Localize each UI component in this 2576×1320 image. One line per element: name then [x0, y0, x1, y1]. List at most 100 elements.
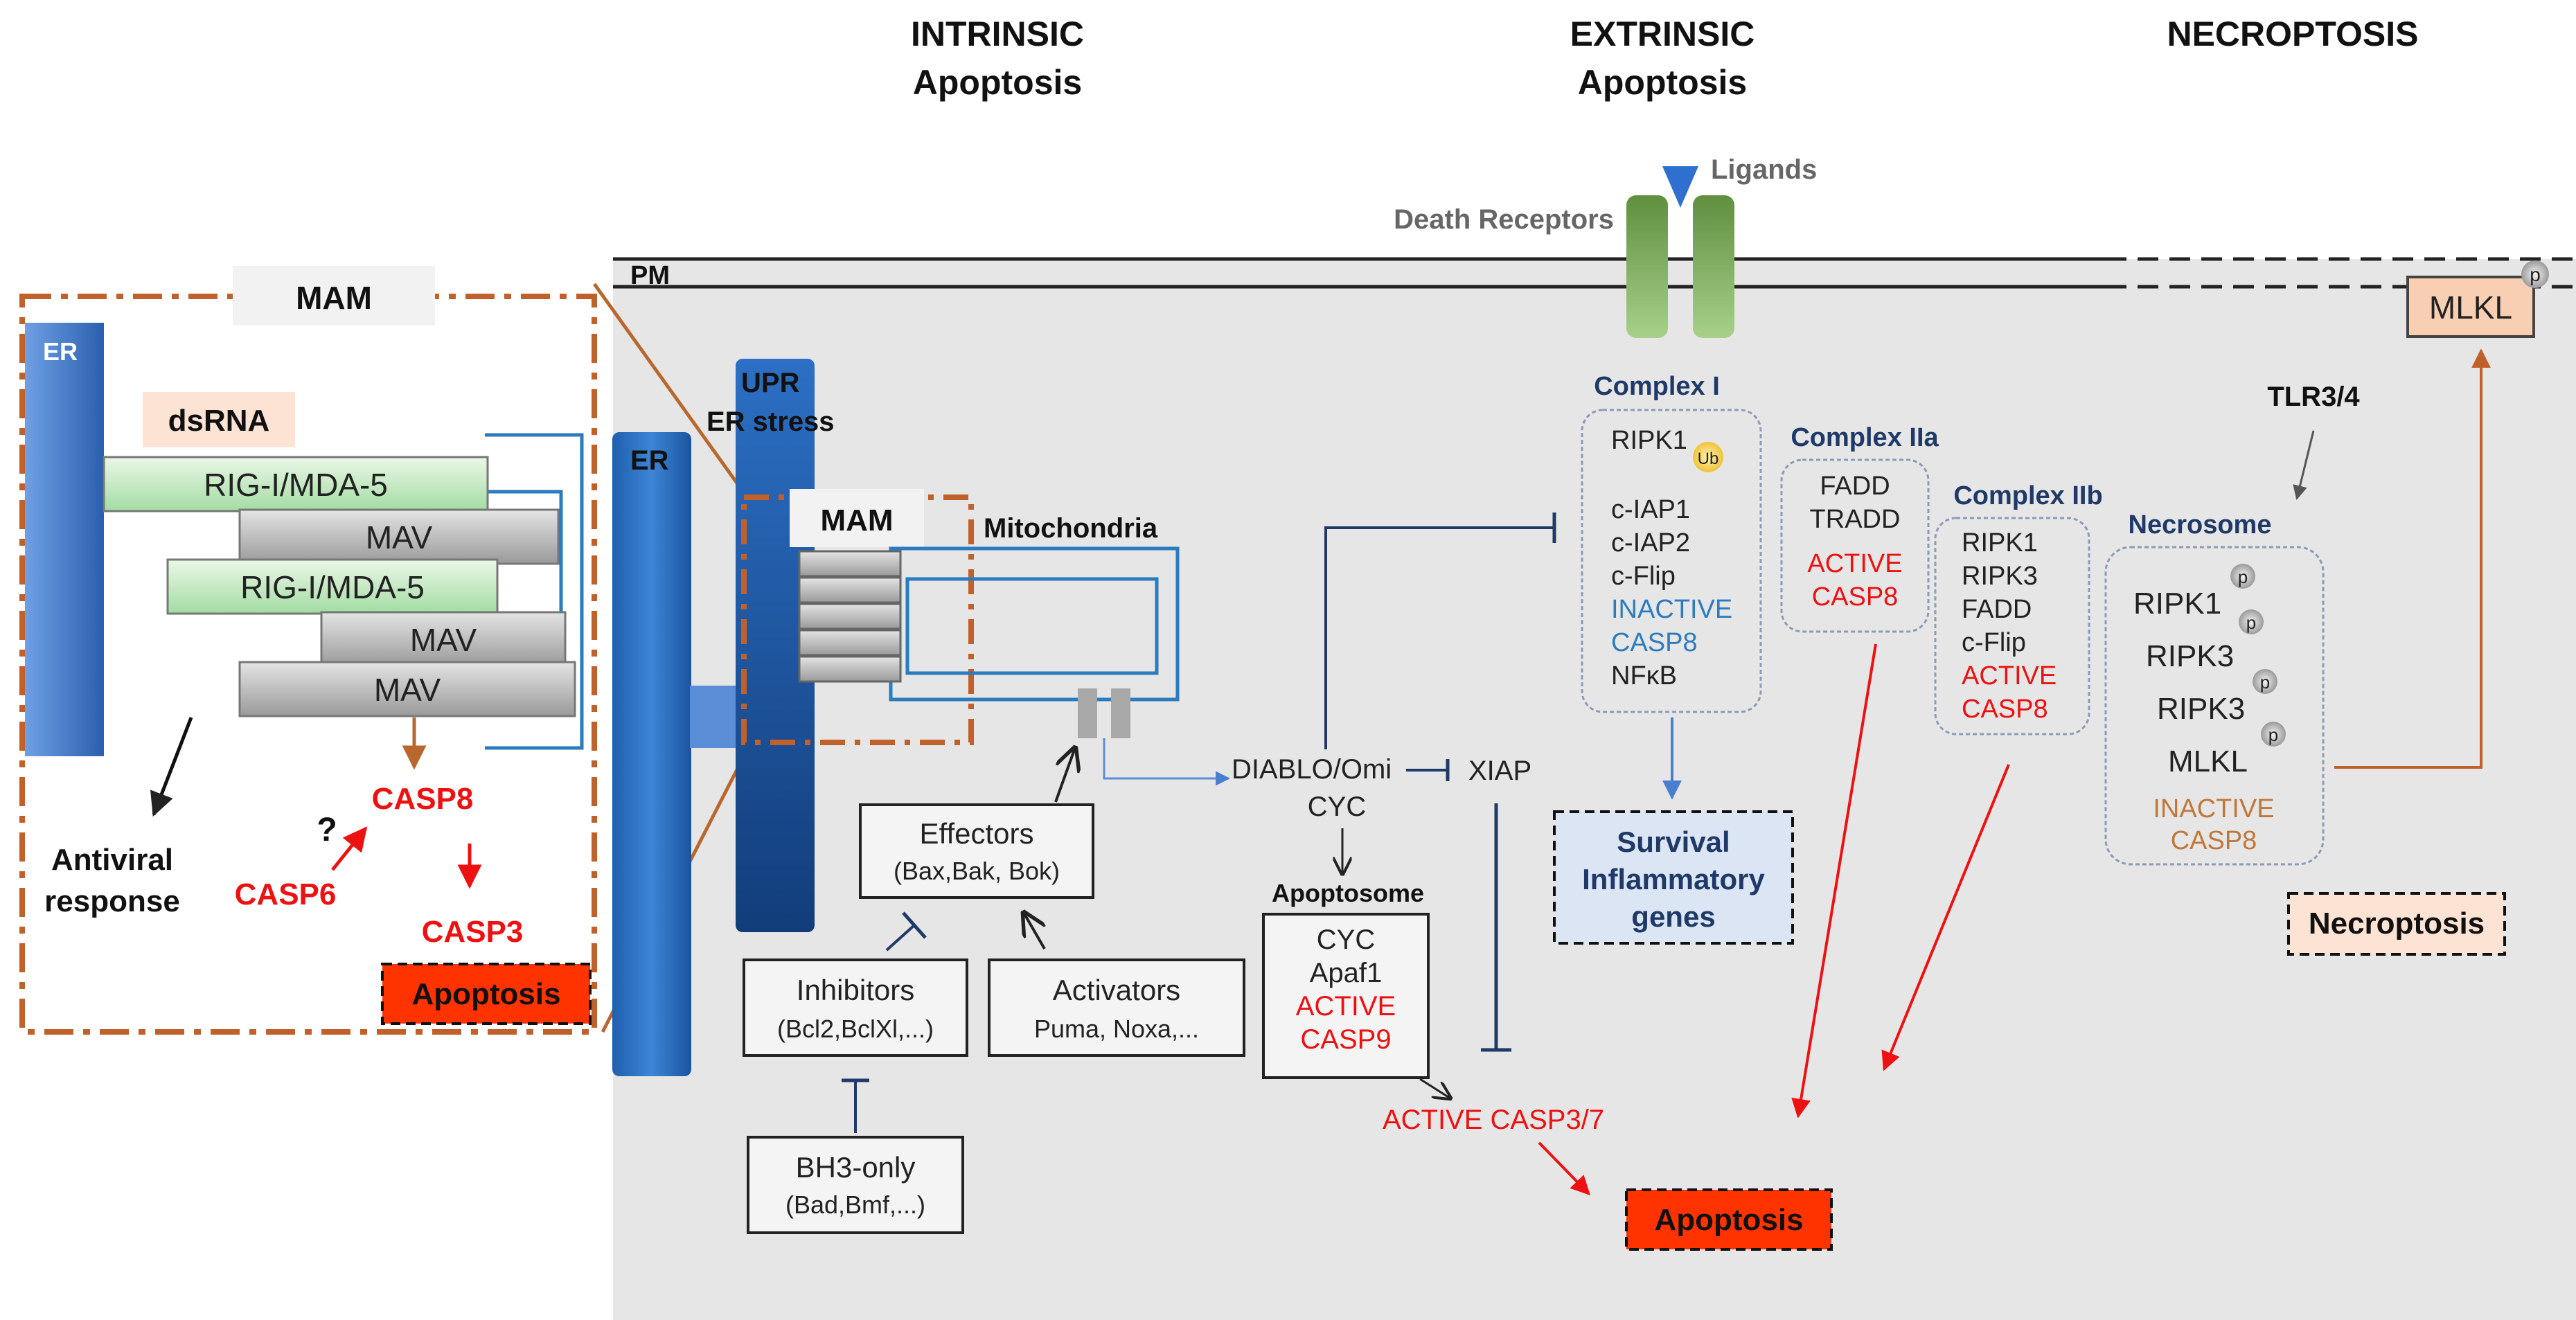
apoptosome-item-cyc: CYC [1317, 925, 1375, 955]
inset-casp8-label: CASP8 [372, 782, 474, 816]
inhibitors-sublabel: (Bcl2,BclXl,...) [777, 1015, 934, 1043]
mav-label-1: MAV [366, 519, 433, 555]
rig1-label-2: RIG-I/MDA-5 [240, 569, 425, 605]
arrow-complex2a-apoptosis [1791, 643, 1877, 1118]
complex2a-item-tradd: TRADD [1810, 505, 1901, 534]
complex2a-item-fadd: FADD [1820, 472, 1890, 501]
ligands-label: Ligands [1711, 154, 1817, 185]
complex2b-item-casp8: CASP8 [1962, 695, 2048, 724]
necrosome-item-ripk3-b: RIPK3 [2157, 692, 2245, 726]
arrow-activators-effectors [1024, 913, 1045, 949]
complex2b-item-ripk1: RIPK1 [1962, 528, 2038, 558]
complex2a-item-casp8: CASP8 [1812, 582, 1899, 612]
arrow-necrosome-mlkl [2334, 348, 2491, 769]
complex2b-item-ripk3: RIPK3 [1962, 562, 2038, 591]
apoptosis-main-label: Apoptosis [1654, 1203, 1803, 1237]
complex1-item-ciap1: c-IAP1 [1611, 495, 1690, 524]
header-intrinsic-line1: INTRINSIC [911, 15, 1084, 53]
death-receptor-right [1693, 195, 1734, 338]
apoptosis-main-box [1625, 1188, 1833, 1251]
complex2b-item-cflip: c-Flip [1962, 628, 2026, 657]
phospho-label-ripk3-a: p [2246, 612, 2256, 633]
apoptosome-box [1262, 913, 1430, 1079]
zoom-line-top [592, 283, 750, 500]
activators-label: Activators [1053, 974, 1180, 1006]
header-necroptosis: NECROPTOSIS [2167, 15, 2418, 53]
mlkl-membrane-box [2406, 276, 2535, 338]
rig1-label-1: RIG-I/MDA-5 [204, 467, 388, 503]
diablo-label: DIABLO/Omi [1232, 754, 1392, 785]
inhibit-bar-effectors [902, 911, 927, 939]
inset-casp6-label: CASP6 [235, 877, 337, 911]
arrow-casp6-casp8 [331, 826, 368, 871]
antiviral-label-line2: response [44, 884, 180, 918]
survival-label-line1: Survival [1617, 826, 1730, 858]
arrow-complex2b-apoptosis [1881, 764, 2010, 1071]
activators-box [988, 958, 1245, 1057]
apoptosome-item-apaf1: Apaf1 [1310, 958, 1383, 988]
complex1-item-casp8: CASP8 [1611, 628, 1698, 657]
header-extrinsic-line1: EXTRINSIC [1570, 15, 1755, 53]
mitochondria-label: Mitochondria [984, 513, 1158, 544]
antiviral-label-line1: Antiviral [51, 843, 173, 877]
upr-label-line1: UPR [741, 368, 800, 398]
apoptosome-title: Apoptosome [1272, 879, 1424, 907]
complex1-item-nfkb: NFκB [1611, 661, 1677, 690]
arrow-apoptosome-casp37 [1419, 1078, 1450, 1098]
phospho-label: p [2530, 264, 2541, 285]
mam-inset-title-box [233, 266, 435, 325]
mav-box-1 [238, 508, 560, 565]
mav-box-3 [238, 661, 576, 717]
complex1-item-cflip: c-Flip [1611, 562, 1676, 591]
active-casp37-label: ACTIVE CASP3/7 [1383, 1105, 1604, 1135]
header-intrinsic-line2: Apoptosis [913, 63, 1082, 102]
necrosome-title: Necrosome [2129, 510, 2272, 539]
inset-apoptosis-box [381, 963, 592, 1025]
phospho-icon-ripk3-a [2239, 609, 2264, 634]
phospho-icon-ripk3-b [2253, 669, 2277, 694]
arrow-tlr-necrosome [2293, 430, 2315, 501]
upr-label-line2: ER stress [707, 407, 835, 437]
necrosome-item-ripk1: RIPK1 [2133, 587, 2221, 621]
tlr-label: TLR3/4 [2267, 382, 2360, 412]
question-mark: ? [317, 812, 337, 848]
necroptosis-label: Necroptosis [2309, 907, 2485, 940]
inhibit-inhibitors-effectors [885, 924, 916, 952]
complex2b-item-fadd: FADD [1962, 595, 2032, 624]
complex1-box [1581, 409, 1762, 713]
mav-label-3: MAV [374, 672, 441, 708]
complex2b-title: Complex IIb [1953, 481, 2102, 510]
phospho-label-ripk1: p [2238, 567, 2248, 587]
er-label: ER [630, 445, 669, 476]
pore-left [1078, 688, 1097, 738]
complex1-item-ciap2: c-IAP2 [1611, 528, 1690, 558]
complex1-title: Complex I [1594, 372, 1720, 401]
inset-casp3-label: CASP3 [422, 915, 524, 949]
arrow-mito-diablo [1103, 738, 1231, 786]
necrosome-box [2104, 546, 2325, 866]
complex2a-title: Complex IIa [1791, 423, 1939, 452]
arrow-casp37-apoptosis [1538, 1141, 1590, 1196]
necrosome-item-ripk3-a: RIPK3 [2146, 639, 2234, 673]
inset-apoptosis-label: Apoptosis [411, 977, 560, 1011]
apoptosome-item-casp9: CASP9 [1300, 1024, 1391, 1055]
phospho-label-ripk3-b: p [2260, 672, 2270, 693]
xiap-label: XIAP [1468, 756, 1531, 786]
complex1-item-ripk1: RIPK1 [1611, 426, 1687, 455]
necroptosis-box [2287, 892, 2506, 956]
complex2b-box [1934, 517, 2090, 735]
survival-label-line2: Inflammatory [1582, 863, 1765, 895]
mam-title: MAM [820, 503, 893, 537]
dsrna-box [143, 392, 295, 447]
complex1-item-inactive: INACTIVE [1611, 595, 1732, 624]
death-receptor-left [1626, 195, 1668, 338]
rig1-box-1 [103, 456, 489, 512]
ligand-triangle-icon [1662, 166, 1698, 208]
inhibitors-label: Inhibitors [797, 974, 914, 1006]
phospho-icon-ripk1 [2230, 564, 2255, 589]
arrow-effectors-pore [1054, 748, 1075, 803]
pore-right [1111, 688, 1130, 738]
arrow-antiviral [150, 717, 193, 817]
er-inset-label: ER [43, 337, 78, 366]
